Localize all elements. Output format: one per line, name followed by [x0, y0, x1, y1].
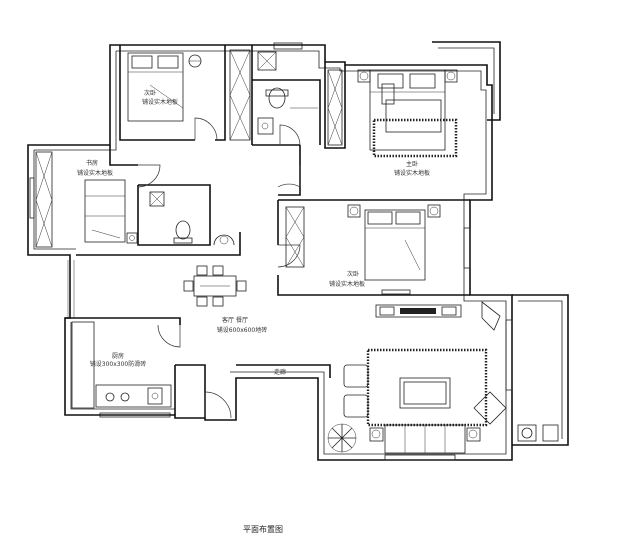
label-study-floor: 铺设实木地板 [77, 169, 113, 177]
study-furniture [35, 151, 138, 248]
bed-middle [347, 204, 441, 295]
label-dining-living-floor: 铺设600x600地砖 [217, 326, 267, 334]
label-bedroom-top-left-name: 次卧 [144, 89, 156, 97]
doors [137, 117, 301, 419]
label-bedroom-middle-name: 次卧 [347, 270, 359, 278]
label-bedroom-top-left-floor: 铺设实木地板 [142, 98, 178, 106]
master-bed [357, 69, 458, 158]
label-master-name: 主卧 [406, 160, 418, 168]
living-room-furniture [327, 301, 507, 454]
bathroom-study-fixtures [149, 191, 235, 246]
washing-machine [517, 424, 559, 442]
bed-top-left [127, 52, 202, 122]
label-study-name: 书房 [86, 159, 98, 167]
dining-table [183, 265, 247, 307]
wardrobes [229, 49, 343, 268]
plan-title: 平面布置图 [243, 524, 283, 534]
room-labels: 次卧 铺设实木地板 书房 铺设实木地板 主卧 铺设实木地板 次卧 铺设实木地板 … [77, 89, 430, 376]
label-dining-living-name: 客厅 餐厅 [222, 316, 248, 324]
label-bedroom-middle-floor: 铺设实木地板 [329, 280, 365, 288]
windows [29, 42, 513, 461]
tv-cabinet [375, 304, 462, 318]
kitchen-fixtures [71, 321, 172, 409]
plant-icon [327, 423, 357, 453]
label-master-floor: 铺设实木地板 [394, 169, 430, 177]
label-corridor: 走廊 [274, 368, 286, 376]
label-kitchen-floor: 铺设300x300防滑砖 [90, 360, 146, 368]
label-kitchen-name: 厨房 [112, 352, 124, 360]
outer-walls [27, 41, 569, 461]
interior-walls [65, 45, 470, 418]
bathroom-top-fixtures [257, 51, 318, 135]
